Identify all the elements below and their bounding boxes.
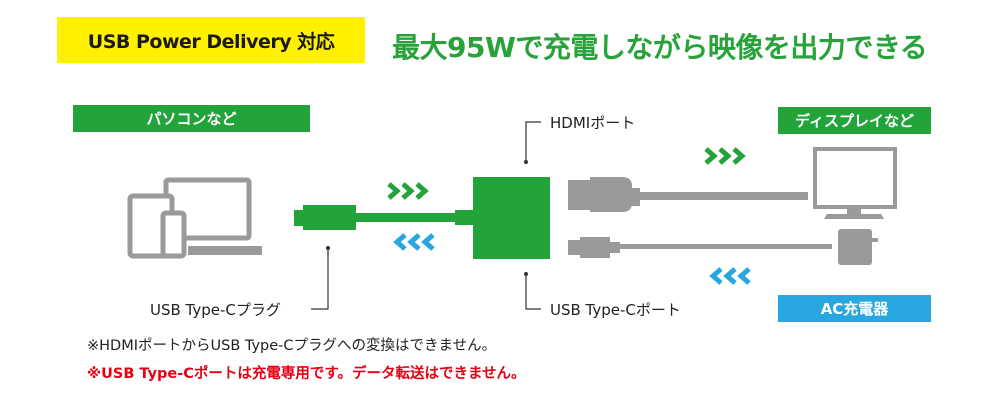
ac-charger-icon xyxy=(838,229,878,265)
headline: 最大95Wで充電しながら映像を出力できる xyxy=(392,31,928,64)
hdmi-cable-icon xyxy=(568,177,808,212)
usbc-plug-label: USB Type-Cプラグ xyxy=(150,301,281,319)
usb-pd-badge: USB Power Delivery 対応 xyxy=(57,17,365,63)
adapter-icon xyxy=(473,177,550,259)
usbc-port-label: USB Type-Cポート xyxy=(550,301,681,319)
chevron-right-green-icon xyxy=(387,147,746,200)
note-charging-only: ※USB Type-Cポートは充電専用です。データ転送はできません。 xyxy=(87,366,526,382)
charger-label: AC充電器 xyxy=(778,295,931,322)
monitor-icon xyxy=(813,147,897,219)
usb-c-charging-cable-icon xyxy=(568,237,832,258)
usb-c-cable-icon xyxy=(294,205,475,230)
computer-devices-icon xyxy=(127,177,262,259)
pc-label: パソコンなど xyxy=(73,105,310,132)
note-conversion: ※HDMIポートからUSB Type-Cプラグへの変換はできません。 xyxy=(87,338,497,354)
leader-lines xyxy=(311,121,541,310)
chevron-left-blue-icon xyxy=(393,233,751,285)
display-label: ディスプレイなど xyxy=(778,107,931,134)
hdmi-port-label: HDMIポート xyxy=(550,114,636,132)
